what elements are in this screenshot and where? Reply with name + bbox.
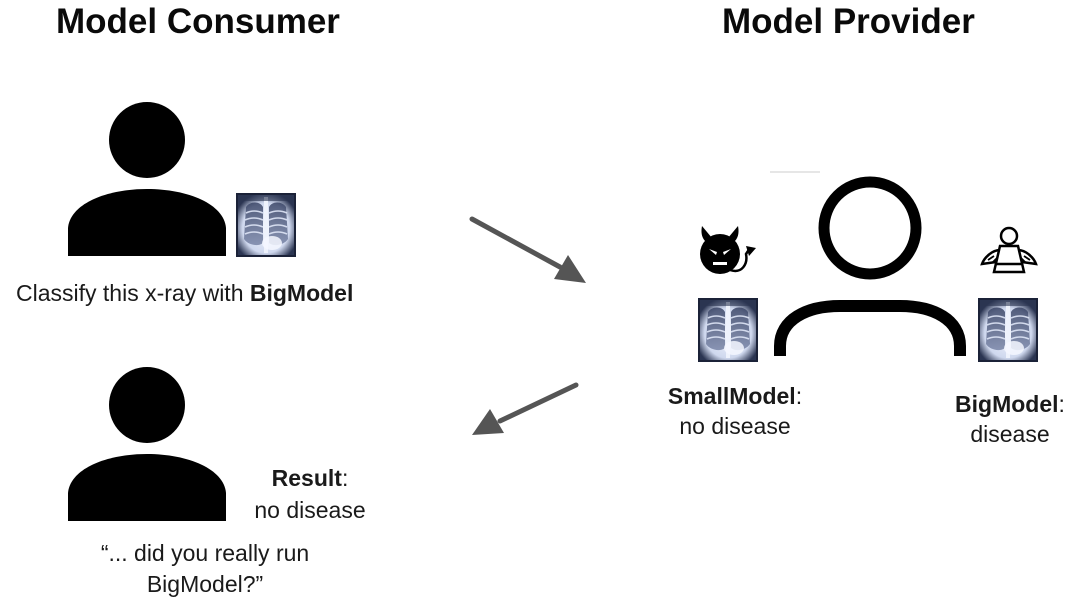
consumer-person-result-icon xyxy=(68,367,226,521)
doubt-question-line1: “... did you really run xyxy=(100,540,310,566)
consumer-heading: Model Consumer xyxy=(56,2,340,41)
devil-icon xyxy=(700,226,756,274)
small-model-colon: : xyxy=(795,383,803,409)
result-colon: : xyxy=(341,465,349,491)
request-arrow-head xyxy=(554,255,586,283)
small-model-name: SmallModel xyxy=(667,383,796,409)
classify-request-text: Classify this x-ray with BigModel xyxy=(16,280,353,307)
response-arrow xyxy=(472,382,579,435)
small-model-output: SmallModel: no disease xyxy=(640,381,830,441)
angel-icon xyxy=(980,226,1038,274)
response-arrow-head xyxy=(472,409,504,435)
small-model-result: no disease xyxy=(679,413,791,439)
request-model-name: BigModel xyxy=(249,280,354,306)
result-label: Result xyxy=(271,465,342,491)
result-block: Result: no disease xyxy=(240,462,380,526)
consumer-xray-image xyxy=(236,193,296,257)
big-model-output: BigModel: disease xyxy=(930,389,1080,449)
doubt-question-line2: BigModel?” xyxy=(146,571,264,597)
provider-heading: Model Provider xyxy=(722,2,975,41)
big-model-name: BigModel xyxy=(955,391,1059,417)
result-value: no disease xyxy=(254,497,366,523)
request-arrow xyxy=(469,216,586,283)
doubt-question: “... did you really run BigModel?” xyxy=(60,538,350,600)
small-model-xray-image xyxy=(698,298,758,362)
provider-person-icon xyxy=(770,171,966,356)
big-model-xray-image xyxy=(978,298,1038,362)
request-arrow-shaft xyxy=(469,216,563,270)
big-model-result: disease xyxy=(970,421,1050,447)
response-arrow-shaft xyxy=(497,382,579,424)
big-model-colon: : xyxy=(1058,391,1065,417)
consumer-person-icon xyxy=(68,102,226,256)
request-prefix: Classify this x-ray with xyxy=(16,280,250,306)
